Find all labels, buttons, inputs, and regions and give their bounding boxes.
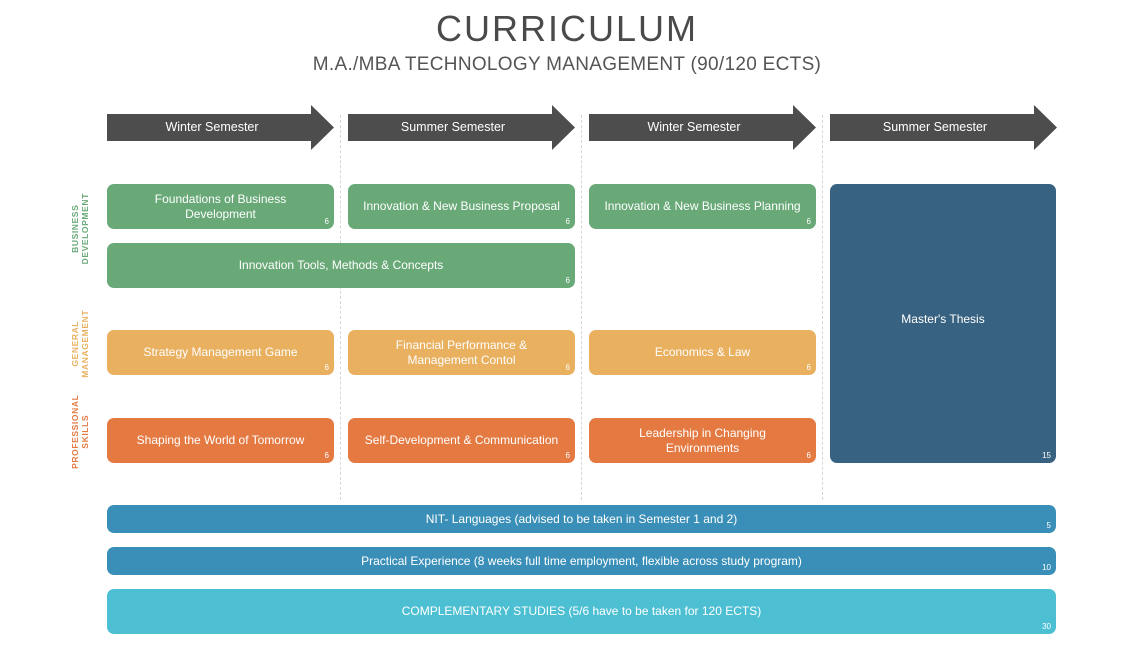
module-card-self-development[interactable]: Self-Development & Communication 6: [348, 418, 575, 463]
semester-arrow-3: Winter Semester: [589, 105, 816, 150]
ects-value: 6: [324, 217, 329, 226]
module-name: Innovation & New Business Planning: [604, 199, 801, 213]
ects-value: 6: [565, 276, 570, 285]
module-card-innovation-tools[interactable]: Innovation Tools, Methods & Concepts 6: [107, 243, 575, 288]
module-name: COMPLEMENTARY STUDIES (5/6 have to be ta…: [401, 604, 762, 618]
category-professional-skills: PROFESSIONAL SKILLS: [70, 387, 91, 477]
ects-value: 5: [1046, 521, 1051, 530]
module-name: Economics & Law: [654, 345, 751, 359]
module-name: Shaping the World of Tomorrow: [136, 433, 305, 447]
column-divider: [581, 115, 582, 500]
category-line: MANAGEMENT: [80, 309, 90, 378]
module-name: Innovation Tools, Methods & Concepts: [238, 258, 444, 272]
ects-value: 6: [806, 363, 811, 372]
module-card-leadership[interactable]: Leadership in Changing Environments 6: [589, 418, 816, 463]
module-card-strategy-game[interactable]: Strategy Management Game 6: [107, 330, 334, 375]
page-title: CURRICULUM: [436, 8, 698, 49]
module-name: Self-Development & Communication: [364, 433, 559, 447]
ects-value: 10: [1042, 563, 1051, 572]
category-line: SKILLS: [80, 414, 90, 449]
module-card-financial-performance[interactable]: Financial Performance & Management Conto…: [348, 330, 575, 375]
ects-value: 6: [806, 451, 811, 460]
module-name: Leadership in Changing Environments: [639, 425, 766, 455]
module-card-innovation-proposal[interactable]: Innovation & New Business Proposal 6: [348, 184, 575, 229]
module-name: Strategy Management Game: [143, 345, 298, 359]
module-name: Master's Thesis: [901, 312, 985, 326]
module-bar-languages[interactable]: NIT- Languages (advised to be taken in S…: [107, 505, 1056, 533]
ects-value: 6: [565, 363, 570, 372]
ects-value: 15: [1042, 451, 1051, 460]
module-card-economics-law[interactable]: Economics & Law 6: [589, 330, 816, 375]
ects-value: 6: [806, 217, 811, 226]
arrow-right-icon: [589, 105, 816, 150]
module-card-shaping-world[interactable]: Shaping the World of Tomorrow 6: [107, 418, 334, 463]
module-card-innovation-planning[interactable]: Innovation & New Business Planning 6: [589, 184, 816, 229]
module-name: Foundations of Business Development: [154, 191, 287, 221]
ects-value: 30: [1042, 622, 1051, 631]
category-general-management: GENERAL MANAGEMENT: [70, 299, 91, 389]
column-divider: [340, 115, 341, 500]
semester-arrow-2: Summer Semester: [348, 105, 575, 150]
ects-value: 6: [565, 217, 570, 226]
page-subtitle: M.A./MBA TECHNOLOGY MANAGEMENT (90/120 E…: [312, 54, 822, 75]
category-line: DEVELOPMENT: [80, 193, 90, 265]
ects-value: 6: [324, 363, 329, 372]
arrow-right-icon: [348, 105, 575, 150]
semester-arrow-1: Winter Semester: [107, 105, 334, 150]
module-card-foundations[interactable]: Foundations of Business Development 6: [107, 184, 334, 229]
arrow-right-icon: [830, 105, 1057, 150]
semester-label: Summer Semester: [882, 120, 988, 134]
module-bar-complementary-studies[interactable]: COMPLEMENTARY STUDIES (5/6 have to be ta…: [107, 589, 1056, 634]
ects-value: 6: [565, 451, 570, 460]
module-name: Financial Performance & Management Conto…: [395, 337, 528, 367]
module-name: Innovation & New Business Proposal: [363, 199, 560, 213]
semester-label: Summer Semester: [400, 120, 506, 134]
module-bar-practical-experience[interactable]: Practical Experience (8 weeks full time …: [107, 547, 1056, 575]
semester-label: Winter Semester: [647, 120, 741, 134]
ects-value: 6: [324, 451, 329, 460]
arrow-right-icon: [107, 105, 334, 150]
semester-arrow-4: Summer Semester: [830, 105, 1057, 150]
category-business-development: BUSINESS DEVELOPMENT: [70, 184, 91, 274]
module-card-masters-thesis[interactable]: Master's Thesis 15: [830, 184, 1056, 463]
module-name: Practical Experience (8 weeks full time …: [361, 553, 802, 568]
semester-label: Winter Semester: [165, 120, 259, 134]
column-divider: [822, 115, 823, 500]
module-name: NIT- Languages (advised to be taken in S…: [425, 511, 738, 526]
